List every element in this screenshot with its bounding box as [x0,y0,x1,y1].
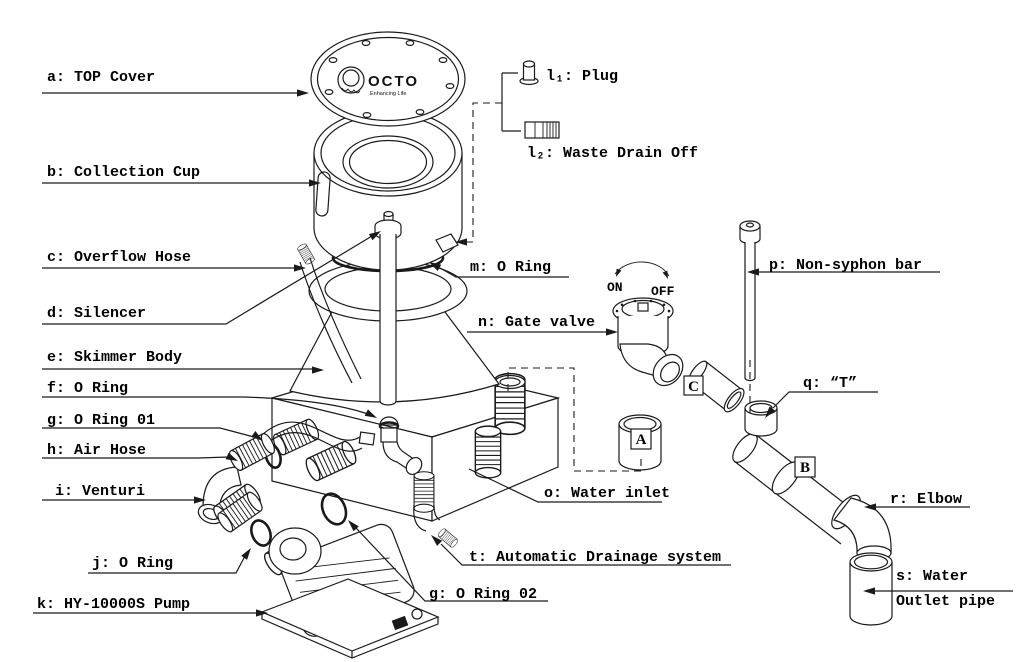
top-cover-drawing: OCTO Enhancing Life [310,31,466,127]
valve-on-label: ON [607,280,623,295]
octo-logo-icon: OCTO Enhancing Life [337,66,419,97]
outlet-pipe-drawing [849,552,893,626]
label-overflow-hose: c: Overflow Hose [47,249,191,266]
label-gate-valve: n: Gate valve [478,314,595,331]
label-skimmer-body: e: Skimmer Body [47,349,182,366]
leader-lines [33,92,1013,614]
label-pump: k: HY-10000S Pump [37,596,190,613]
valve-rotation-indicator [613,261,671,280]
label-silencer: d: Silencer [47,305,146,322]
label-elbow: r: Elbow [890,491,962,508]
brand-name: OCTO [368,73,419,90]
overflow-spout-drawing [296,242,316,266]
label-plug: l₁: Plug [546,68,618,85]
gate-valve-drawing [612,297,684,387]
collection-cup-drawing [296,109,463,271]
label-o-ring-f: f: O Ring [47,380,128,397]
label-o-ring-01: g: O Ring 01 [47,412,155,429]
pipe-marker-c: C [683,375,704,396]
pipe-b-drawing [732,400,863,545]
pump-drawing [260,523,440,659]
o-ring-02-drawing [320,492,348,526]
label-non-syphon-bar: p: Non-syphon bar [769,257,922,274]
drain-boss-drawing [435,233,459,253]
air-valve-drawing [358,416,423,475]
waste-drain-icon [524,121,560,139]
brand-tagline: Enhancing Life [370,91,406,97]
plug-icon [519,60,539,86]
pipe-marker-b: B [794,456,816,478]
label-outlet-line1: s: Water [896,568,968,585]
label-drainage: t: Automatic Drainage system [469,549,721,566]
pipe-marker-b-label: B [800,460,810,476]
drainage-system-drawing [413,471,460,549]
label-o-ring-m: m: O Ring [470,259,551,276]
valve-off-label: OFF [651,284,675,299]
label-water-inlet: o: Water inlet [544,485,670,502]
non-syphon-bar-drawing [739,220,761,382]
venturi-drawing [197,431,278,535]
label-o-ring-j: j: O Ring [92,555,173,572]
label-air-hose: h: Air Hose [47,442,146,459]
silencer-drawing [374,210,402,406]
label-venturi: i: Venturi [55,483,145,500]
dashed-connectors [464,72,751,472]
label-top-cover: a: TOP Cover [47,69,155,86]
o-ring-j-drawing [250,519,272,547]
label-o-ring-02: g: O Ring 02 [429,586,537,603]
t-fitting-drawing [744,400,778,437]
label-outlet-line2: Outlet pipe [896,593,995,610]
pipe-marker-a-label: A [636,432,647,448]
pipe-marker-c-label: C [688,379,699,395]
label-waste-drain: l₂: Waste Drain Off [527,145,698,162]
pipe-marker-a: A [630,428,652,450]
label-t-fitting: q: “T” [803,375,857,392]
label-collection-cup: b: Collection Cup [47,164,200,181]
